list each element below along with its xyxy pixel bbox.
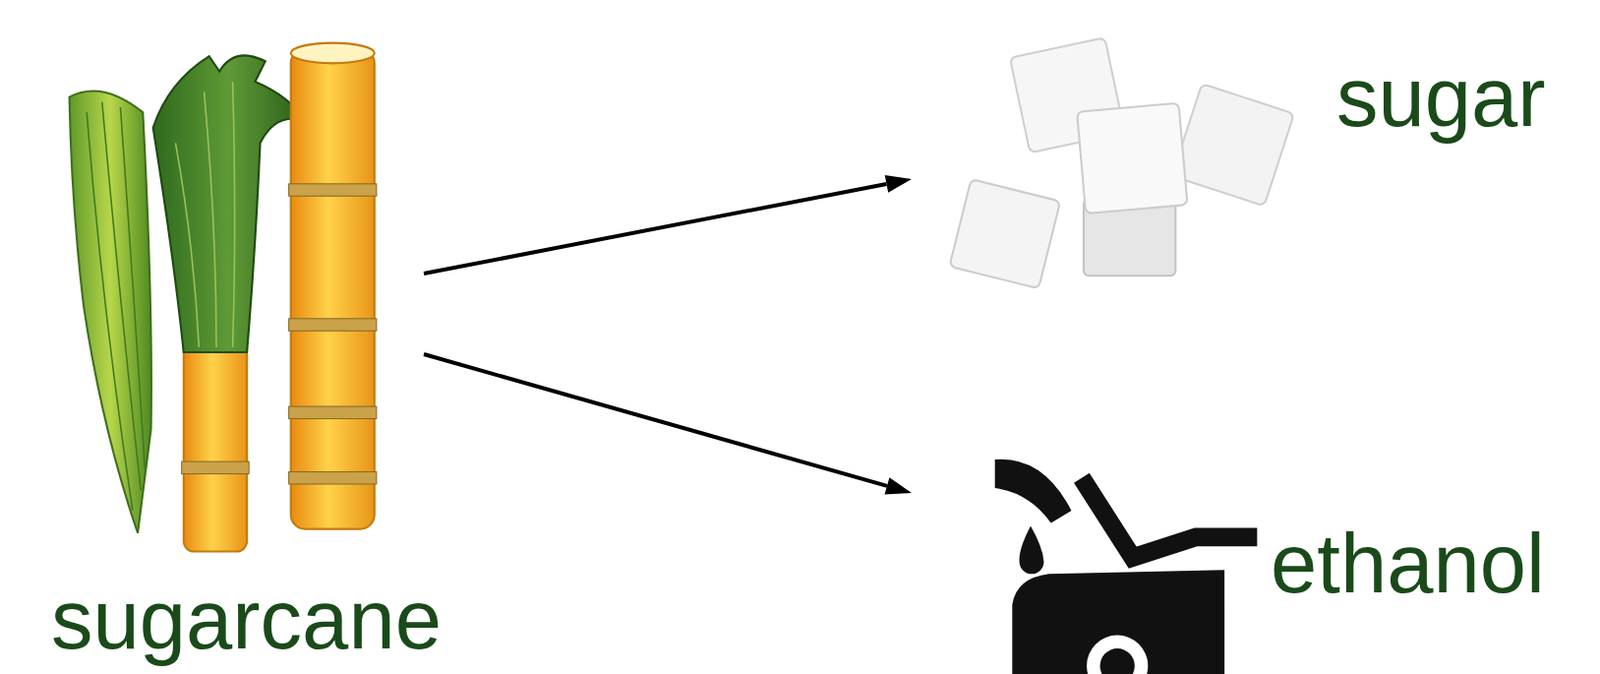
cane-cut: [291, 43, 375, 64]
cane-leaf-sheath: [153, 55, 305, 353]
arrow-line: [423, 183, 887, 274]
cane-node: [289, 406, 377, 418]
illustrated-node: sugarcane: [39, 39, 424, 674]
cane-stalk: [291, 49, 375, 530]
node-label: sugar: [1336, 55, 1546, 139]
cane-node: [289, 318, 377, 331]
cane-node: [181, 461, 249, 474]
illustrated-node: sugar: [911, 29, 1591, 305]
cane-stalk: [183, 337, 247, 552]
cane-node: [289, 472, 377, 484]
cane-node: [289, 183, 377, 196]
node-label: sugarcane: [51, 577, 442, 661]
fuel-drop: [1019, 526, 1045, 575]
node-label: ethanol: [1270, 521, 1545, 605]
sugar-cube: [948, 178, 1061, 289]
arrow-head: [885, 175, 912, 193]
fuel-car-icon: [995, 459, 1258, 674]
car-wheel: [1100, 648, 1135, 674]
sugar-cube: [1172, 83, 1295, 206]
cane-leaf: [69, 90, 152, 533]
sugar-cubes: [948, 37, 1295, 289]
arrow-connector: [423, 175, 912, 274]
fuel-nozzle: [995, 459, 1072, 524]
arrow-line: [423, 354, 888, 486]
sugar-cube: [1076, 103, 1187, 214]
illustrated-node: ethanol: [911, 432, 1591, 674]
arrow-connector: [423, 354, 912, 495]
car-hood: [1081, 477, 1257, 558]
arrow-head: [885, 476, 912, 494]
sugarcane-illustration: [69, 43, 377, 552]
sheath-veins: [175, 81, 235, 348]
leaf-veins: [86, 102, 145, 511]
car-wheel-well: [1086, 635, 1148, 674]
